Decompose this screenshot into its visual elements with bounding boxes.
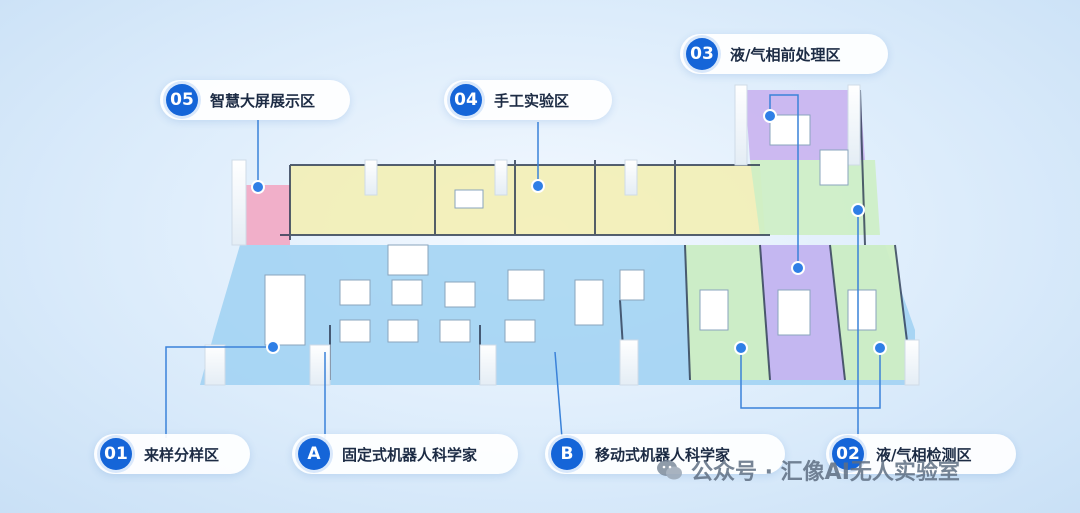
marker-02a — [734, 341, 748, 355]
zone-04-badge: 04 — [450, 84, 482, 116]
wechat-icon — [657, 460, 682, 480]
zone-04-text: 手工实验区 — [494, 91, 570, 110]
watermark-text: 公众号 · 汇像AI无人实验室 — [691, 460, 960, 485]
marker-03b — [851, 203, 865, 217]
marker-mid — [791, 261, 805, 275]
zone-03-text: 液/气相前处理区 — [730, 45, 841, 64]
zone-B-text: 移动式机器人科学家 — [595, 445, 731, 464]
zone-05-badge: 05 — [166, 84, 198, 116]
marker-04 — [531, 179, 545, 193]
zone-01-label: 01 来样分样区 — [94, 434, 250, 474]
zone-02-text: 液/气相检测区 — [876, 445, 972, 464]
zone-02-badge: 02 — [832, 438, 864, 470]
zone-05-label: 05 智慧大屏展示区 — [160, 80, 350, 120]
marker-01 — [266, 340, 280, 354]
watermark: 公众号 · 汇像AI无人实验室 — [655, 452, 960, 488]
zone-05-area — [235, 185, 290, 245]
zone-B-badge: B — [551, 438, 583, 470]
zone-05-text: 智慧大屏展示区 — [210, 91, 316, 110]
zone-A-text: 固定式机器人科学家 — [342, 445, 478, 464]
zone-B-label: B 移动式机器人科学家 — [545, 434, 785, 474]
zone-02-label: 02 液/气相检测区 — [826, 434, 1016, 474]
zone-04-label: 04 手工实验区 — [444, 80, 612, 120]
zone-04-area — [290, 165, 765, 235]
zone-03-label: 03 液/气相前处理区 — [680, 34, 888, 74]
zone-03-badge: 03 — [686, 38, 718, 70]
zone-01-text: 来样分样区 — [144, 445, 220, 464]
marker-02b — [873, 341, 887, 355]
zone-A-badge: A — [298, 438, 330, 470]
marker-05 — [251, 180, 265, 194]
zone-01-badge: 01 — [100, 438, 132, 470]
zone-03-lower — [750, 160, 880, 235]
marker-03 — [763, 109, 777, 123]
zone-A-label: A 固定式机器人科学家 — [292, 434, 518, 474]
